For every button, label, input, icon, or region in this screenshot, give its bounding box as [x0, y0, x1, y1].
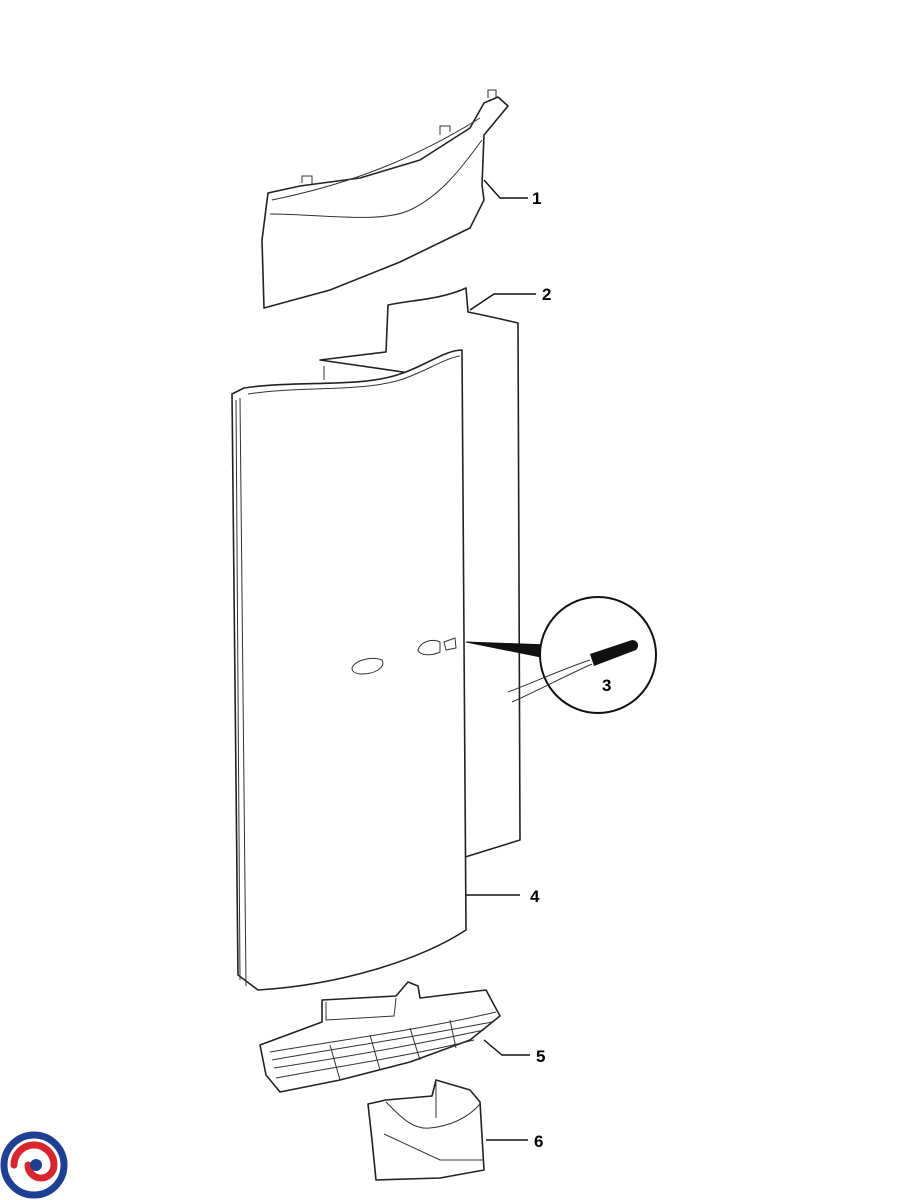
part-1-top-cover: [261, 89, 509, 309]
part-5-bottom-grille: [259, 981, 501, 1093]
part-3-sensor-detail: [465, 596, 657, 714]
callout-2: 2: [542, 285, 551, 304]
part-4-main-panel: [231, 349, 467, 991]
part-2-insulation-panel: [319, 287, 521, 859]
part-6-bottom-bracket: [367, 1079, 485, 1181]
callout-6: 6: [534, 1132, 543, 1151]
leader-lines: [466, 179, 536, 1141]
callout-1: 1: [532, 189, 541, 208]
callout-3: 3: [602, 676, 611, 695]
callout-5: 5: [536, 1047, 545, 1066]
brand-swirl-logo-icon: [0, 1131, 68, 1199]
callout-4: 4: [530, 887, 540, 906]
